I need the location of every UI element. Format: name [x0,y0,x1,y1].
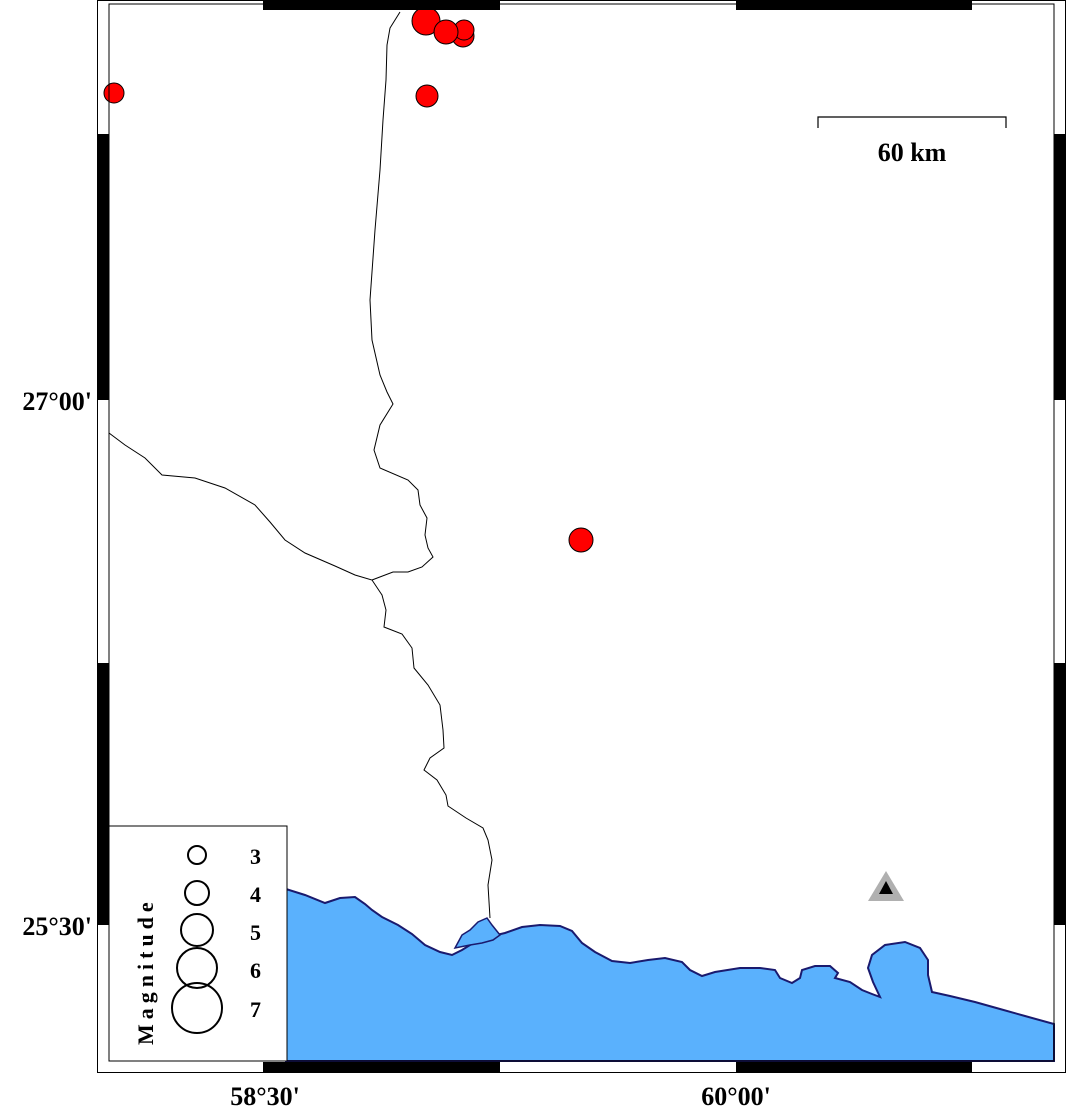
lat-label: 25°30' [22,912,92,941]
legend-label: 3 [250,844,261,869]
border-line [108,432,493,919]
earthquake-event [568,527,594,553]
legend-circle-5 [180,913,214,947]
lon-label: 58°30' [230,1082,300,1111]
scale-bar-label: 60 km [878,138,947,167]
legend-label: 7 [250,997,261,1022]
legend-title: Magnitude [133,897,158,1045]
lon-label: 60°00' [701,1082,771,1111]
legend-circle-6 [176,947,218,989]
legend-box [108,825,288,1062]
earthquake-event [433,19,459,45]
legend-label: 6 [250,958,261,983]
earthquake-event [103,82,125,104]
sea [285,887,1055,1062]
legend-symbols [171,845,223,1034]
station-triangle-icon [868,871,904,901]
legend-circle-7 [171,982,223,1034]
legend-circle-4 [184,880,210,906]
border-line [369,11,434,581]
legend-label: 4 [250,882,261,907]
legend-label: 5 [250,920,261,945]
earthquake-event [415,84,439,108]
legend-circle-3 [187,845,207,865]
estuary [453,917,502,950]
earthquake-events [103,6,594,553]
lat-label: 27°00' [22,387,92,416]
scale-bar [817,116,1007,128]
